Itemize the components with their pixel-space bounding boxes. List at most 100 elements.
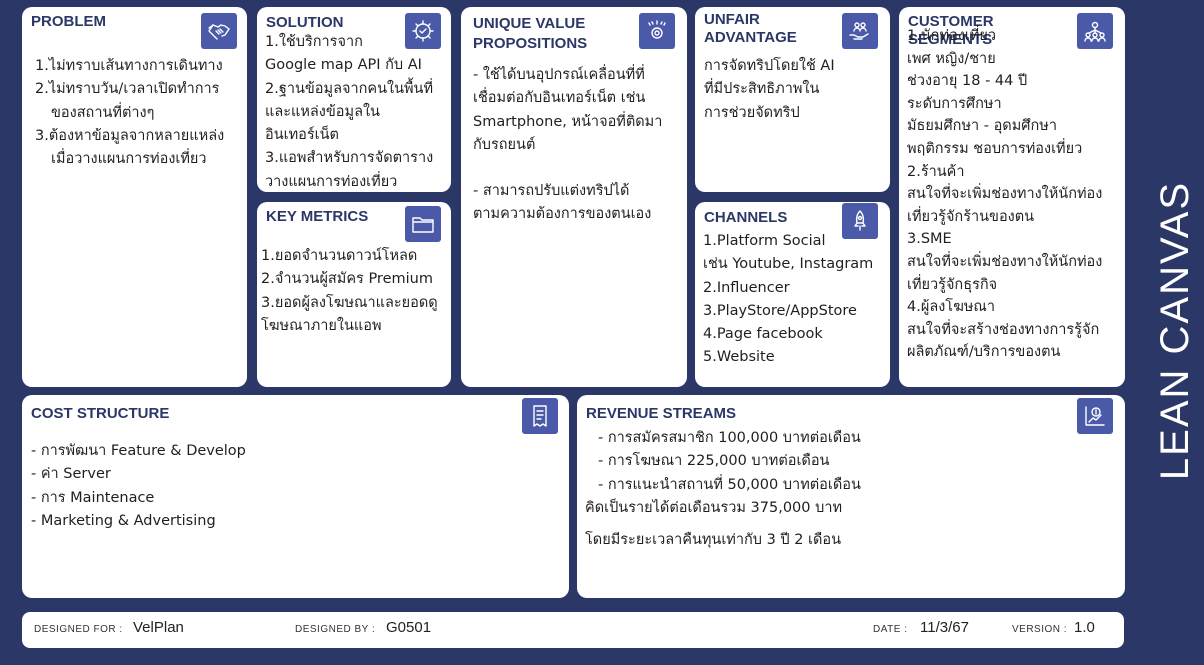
customer-segments-line: 2.ร้านค้า [907, 163, 965, 180]
uvp-line: - ใช้ได้บนอุปกรณ์เคลื่อนที่ที่ [473, 67, 645, 83]
cost-structure-list: - การพัฒนา Feature & Develop - ค่า Serve… [31, 440, 246, 533]
key-metrics-list: 1.ยอดจำนวนดาวน์โหลด 2.จำนวนผู้สมัคร Prem… [261, 245, 438, 338]
revenue-streams-line: คิดเป็นรายได้ต่อเดือนรวม 375,000 บาท [585, 499, 843, 516]
problem-card: PROBLEM 1.ไม่ทราบเส้นทางการเดินทาง 2.ไม่… [22, 7, 247, 387]
cost-structure-title: COST STRUCTURE [31, 405, 170, 422]
unfair-advantage-line: การจัดทริปโดยใช้ AI [704, 58, 835, 74]
hand-people-icon [842, 13, 878, 49]
revenue-streams-title: REVENUE STREAMS [586, 405, 737, 422]
channels-line: เช่น Youtube, Instagram [703, 256, 874, 273]
channels-line: 2.Influencer [703, 279, 790, 296]
unfair-advantage-list: การจัดทริปโดยใช้ AI ที่มีประสิทธิภาพใน ก… [704, 55, 835, 125]
customer-segments-line: พฤติกรรม ชอบการท่องเที่ยว [907, 140, 1083, 157]
customer-segments-line: ผลิตภัณฑ์/บริการของตน [907, 344, 1061, 361]
date-value: 11/3/67 [920, 619, 969, 636]
value-gear-icon [639, 13, 675, 49]
unfair-advantage-title-line: ADVANTAGE [704, 29, 797, 46]
solution-line: อินเทอร์เน็ต [265, 127, 339, 144]
key-metrics-line: 3.ยอดผู้ลงโฆษณาและยอดดู [261, 294, 438, 311]
receipt-icon [522, 398, 558, 434]
channels-card: CHANNELS 1.Platform Social เช่น Youtube,… [695, 202, 890, 387]
customer-segments-title: CUSTOMER SEGMENTS [908, 13, 994, 49]
date-label: DATE : [873, 624, 908, 635]
customer-segments-line: 1.นักท่องเที่ยว [907, 28, 997, 44]
customer-segments-line: เพศ หญิง/ชาย [907, 50, 996, 67]
unfair-advantage-title: UNFAIR ADVANTAGE [704, 11, 797, 47]
channels-line: 5.Website [703, 349, 775, 366]
unfair-advantage-title-line: UNFAIR [704, 11, 760, 28]
solution-line: 2.ฐานข้อมูลจากคนในพื้นที่ [265, 80, 434, 97]
revenue-streams-line: - การแนะนำสถานที่ 50,000 บาทต่อเดือน [598, 476, 861, 493]
revenue-streams-line: - การสมัครสมาชิก 100,000 บาทต่อเดือน [598, 430, 861, 446]
uvp-line: กับรถยนต์ [473, 136, 536, 153]
version-value: 1.0 [1074, 619, 1095, 636]
customer-segments-line: 3.SME [907, 231, 952, 248]
solution-list: 1.ใช้บริการจาก Google map API กับ AI 2.ฐ… [265, 31, 433, 192]
problem-line: 1.ไม่ทราบเส้นทางการเดินทาง [35, 58, 223, 74]
uvp-title-line: UNIQUE VALUE [473, 15, 586, 32]
channels-line: 1.Platform Social [703, 233, 826, 249]
solution-line: และแหล่งข้อมูลใน [265, 103, 380, 120]
customer-segments-line: มัธยมศึกษา - อุดมศึกษา [907, 118, 1057, 135]
cost-structure-line: - การพัฒนา Feature & Develop [31, 443, 246, 459]
uvp-title: UNIQUE VALUE PROPOSITIONS [473, 14, 587, 54]
canvas-title: LEAN CANVAS [1146, 180, 1204, 480]
cost-structure-line: - การ Maintenace [31, 489, 155, 506]
channels-line: 3.PlayStore/AppStore [703, 302, 857, 319]
revenue-streams-list: - การสมัครสมาชิก 100,000 บาทต่อเดือน - ก… [585, 427, 861, 520]
channels-title: CHANNELS [704, 209, 788, 226]
key-metrics-card: KEY METRICS 1.ยอดจำนวนดาวน์โหลด 2.จำนวนผ… [257, 202, 451, 387]
canvas-title-text: LEAN CANVAS [1153, 180, 1198, 480]
gear-check-icon [405, 13, 441, 49]
unfair-advantage-line: ที่มีประสิทธิภาพใน [704, 81, 820, 98]
solution-line: วางแผนการท่องเที่ยว [265, 173, 398, 190]
designed-for-label: DESIGNED FOR : [34, 624, 123, 635]
solution-line: 3.แอพสำหรับการจัดตาราง [265, 150, 434, 167]
uvp-line [473, 157, 662, 180]
version-label: VERSION : [1012, 624, 1068, 635]
uvp-list: - ใช้ได้บนอุปกรณ์เคลื่อนที่ที่ เชื่อมต่อ… [473, 64, 662, 227]
customer-segments-line: 4.ผู้ลงโฆษณา [907, 299, 995, 316]
customer-segments-line: เที่ยวรู้จักธุรกิจ [907, 276, 998, 293]
solution-title: SOLUTION [266, 14, 344, 31]
customer-segments-line: ช่วงอายุ 18 - 44 ปี [907, 73, 1028, 90]
uvp-line: เชื่อมต่อกับอินเทอร์เน็ต เช่น [473, 90, 646, 107]
key-metrics-line: 2.จำนวนผู้สมัคร Premium [261, 271, 433, 288]
folder-icon [405, 206, 441, 242]
problem-line: 2.ไม่ทราบวัน/เวลาเปิดทำการ [35, 81, 220, 98]
designed-for-value: VelPlan [133, 619, 184, 636]
money-chart-icon [1077, 398, 1113, 434]
uvp-card: UNIQUE VALUE PROPOSITIONS - ใช้ได้บนอุปก… [461, 7, 687, 387]
uvp-title-line: PROPOSITIONS [473, 35, 588, 52]
problem-title: PROBLEM [31, 13, 106, 30]
key-metrics-title: KEY METRICS [266, 208, 369, 225]
footer-bar: DESIGNED FOR : VelPlan DESIGNED BY : G05… [22, 612, 1124, 648]
customer-segments-line: สนใจที่จะเพิ่มช่องทางให้นักท่อง [907, 253, 1103, 270]
uvp-line: Smartphone, หน้าจอที่ติดมา [473, 113, 663, 130]
key-metrics-line: 1.ยอดจำนวนดาวน์โหลด [261, 248, 418, 264]
cost-structure-card: COST STRUCTURE - การพัฒนา Feature & Deve… [22, 395, 569, 598]
customer-segments-title-line: CUSTOMER [908, 13, 994, 30]
problem-line: 3.ต้องหาข้อมูลจากหลายแหล่ง [35, 127, 225, 144]
solution-card: SOLUTION 1.ใช้บริการจาก Google map API ก… [257, 7, 451, 192]
designed-by-value: G0501 [386, 619, 432, 636]
problem-list: 1.ไม่ทราบเส้นทางการเดินทาง 2.ไม่ทราบวัน/… [35, 55, 224, 171]
uvp-line: ตามความต้องการของตนเอง [473, 206, 652, 223]
solution-line: Google map API กับ AI [265, 57, 422, 74]
channels-list: 1.Platform Social เช่น Youtube, Instagra… [703, 230, 873, 370]
cost-structure-line: - ค่า Server [31, 466, 111, 483]
people-network-icon [1077, 13, 1113, 49]
problem-line: เมื่อวางแผนการท่องเที่ยว [51, 151, 207, 168]
unfair-advantage-card: UNFAIR ADVANTAGE การจัดทริปโดยใช้ AI ที่… [695, 7, 890, 192]
uvp-line: - สามารถปรับแต่งทริปได้ [473, 183, 630, 200]
customer-segments-line: เที่ยวรู้จักร้านของตน [907, 208, 1035, 225]
customer-segments-list: 1.นักท่องเที่ยว เพศ หญิง/ชาย ช่วงอายุ 18… [907, 25, 1102, 364]
unfair-advantage-line: การช่วยจัดทริป [704, 104, 800, 121]
customer-segments-line: ระดับการศึกษา [907, 95, 1002, 112]
solution-line: 1.ใช้บริการจาก [265, 34, 363, 50]
revenue-payback: โดยมีระยะเวลาคืนทุนเท่ากับ 3 ปี 2 เดือน [585, 532, 842, 548]
customer-segments-line: สนใจที่จะเพิ่มช่องทางให้นักท่อง [907, 186, 1103, 203]
cost-structure-line: - Marketing & Advertising [31, 512, 216, 529]
customer-segments-card: CUSTOMER SEGMENTS 1.นักท่องเที่ยว เพศ หญ… [899, 7, 1125, 387]
revenue-streams-line: - การโฆษณา 225,000 บาทต่อเดือน [598, 453, 830, 470]
